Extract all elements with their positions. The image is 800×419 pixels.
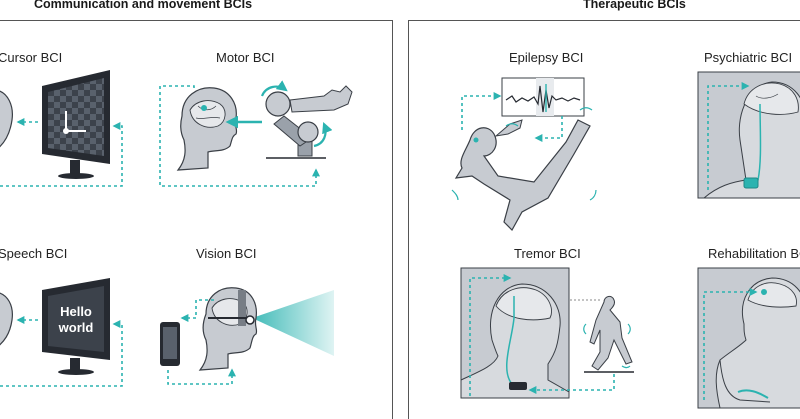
label-motor-bci: Motor BCI [216, 50, 275, 65]
monitor-icon [42, 70, 110, 179]
label-epilepsy-bci: Epilepsy BCI [509, 50, 584, 65]
motor-bci-illustration [159, 80, 353, 187]
label-vision-bci: Vision BCI [196, 246, 257, 261]
tremor-bci-illustration [460, 267, 634, 399]
vision-bci-illustration [160, 287, 334, 385]
therapeutic-section-title: Therapeutic BCIs [583, 0, 686, 11]
cursor-bci-illustration [0, 70, 123, 187]
psychiatric-bci-illustration [697, 71, 800, 199]
label-rehabilitation-bci: Rehabilitation BCI [708, 246, 800, 261]
robotic-arm-icon [260, 80, 353, 159]
label-speech-bci: Speech BCI [0, 246, 68, 261]
label-psychiatric-bci: Psychiatric BCI [704, 50, 793, 65]
smartphone-icon [160, 322, 180, 366]
speech-monitor-icon: Hello world [42, 278, 110, 375]
label-tremor-bci: Tremor BCI [514, 246, 581, 261]
rehabilitation-bci-illustration [697, 267, 800, 409]
speech-bci-illustration: Hello world [0, 278, 123, 387]
label-cursor-bci: Cursor BCI [0, 50, 63, 65]
screen-text-hello: Hello [60, 304, 92, 319]
epilepsy-bci-illustration [451, 77, 597, 231]
communication-section-title: Communication and movement BCIs [34, 0, 253, 11]
screen-text-world: world [58, 320, 94, 335]
